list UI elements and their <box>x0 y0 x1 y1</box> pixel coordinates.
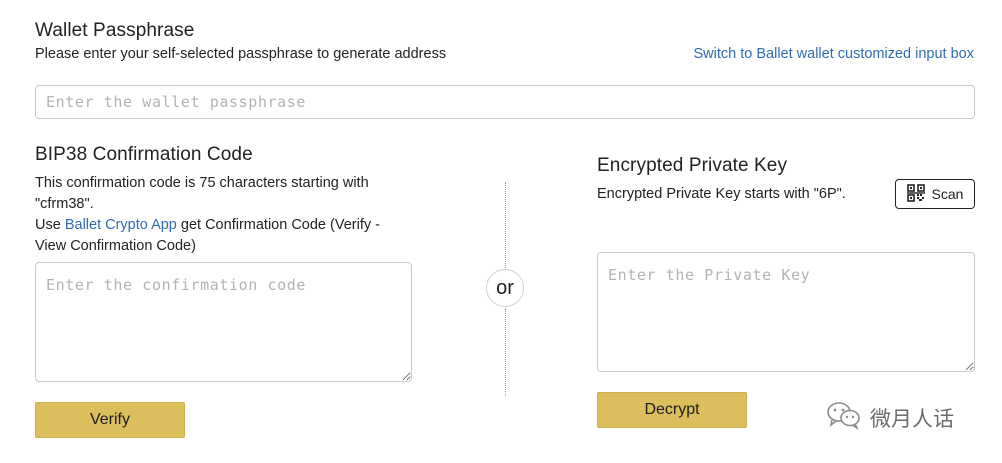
private-key-input[interactable] <box>597 252 975 372</box>
wechat-icon <box>826 400 862 436</box>
bip38-use-line1: Use Ballet Crypto App get Confirmation C… <box>35 215 415 236</box>
bip38-use-suffix: get Confirmation Code (Verify - <box>176 217 380 233</box>
switch-input-box-link[interactable]: Switch to Ballet wallet customized input… <box>693 46 974 62</box>
watermark-text: 微月人话 <box>870 408 954 431</box>
encrypted-key-description: Encrypted Private Key starts with "6P". <box>597 186 846 202</box>
bip38-use-prefix: Use <box>35 217 65 233</box>
bip38-description-line2: "cfrm38". <box>35 196 94 212</box>
verify-button[interactable]: Verify <box>35 402 185 438</box>
qr-code-icon <box>906 183 925 205</box>
decrypt-button[interactable]: Decrypt <box>597 392 747 428</box>
separator-line-bottom <box>505 308 506 396</box>
or-label: or <box>496 276 514 299</box>
wallet-passphrase-description: Please enter your self-selected passphra… <box>35 46 447 62</box>
scan-label: Scan <box>931 186 964 202</box>
wallet-passphrase-input[interactable] <box>35 85 975 119</box>
confirmation-code-input[interactable] <box>35 262 412 382</box>
scan-button[interactable]: Scan <box>895 179 975 209</box>
bip38-description-line1: This confirmation code is 75 characters … <box>35 175 369 191</box>
bip38-title: BIP38 Confirmation Code <box>35 144 253 165</box>
separator-line-top <box>505 182 506 270</box>
watermark: 微月人话 <box>826 400 954 436</box>
wallet-passphrase-title: Wallet Passphrase <box>35 20 195 41</box>
bip38-use-line2: View Confirmation Code) <box>35 238 196 254</box>
encrypted-key-title: Encrypted Private Key <box>597 155 788 176</box>
bip38-description: This confirmation code is 75 characters … <box>35 173 415 257</box>
ballet-crypto-app-link[interactable]: Ballet Crypto App <box>64 217 177 233</box>
or-separator: or <box>486 269 524 307</box>
